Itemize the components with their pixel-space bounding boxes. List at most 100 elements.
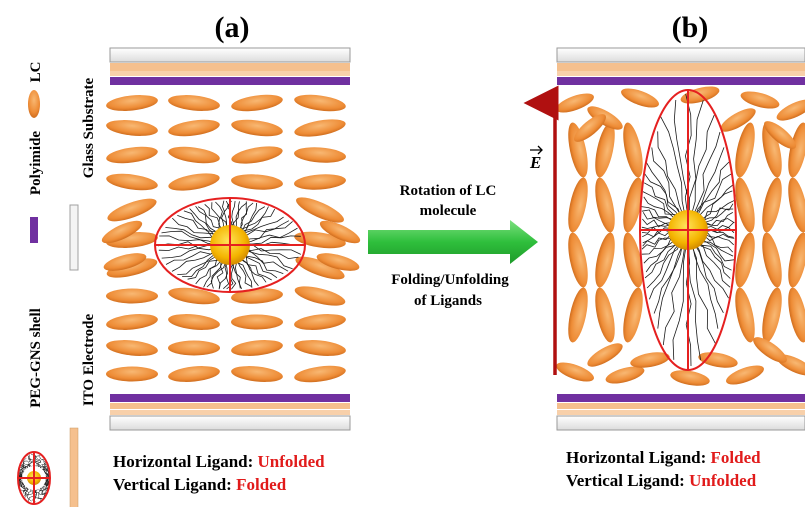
- lc-molecule: [231, 174, 283, 190]
- lc-molecule: [621, 88, 659, 108]
- lc-molecule: [740, 91, 780, 109]
- lc-molecule: [568, 122, 588, 178]
- lc-molecule: [623, 287, 643, 343]
- lc-molecule: [106, 366, 158, 382]
- legend-lc-swatch: [28, 90, 40, 118]
- cell-b-lc-molecules: [556, 86, 805, 386]
- legend-peg-label: PEG-GNS shell: [28, 308, 44, 408]
- lc-molecule: [294, 340, 346, 356]
- lc-molecule: [605, 366, 645, 384]
- cell-a-lc-molecules: [101, 94, 361, 383]
- cell-a-peg-gns-particle: [154, 197, 306, 293]
- legend-glass-swatch: [69, 204, 79, 271]
- cell-b-peg-gns-particle: [639, 89, 737, 371]
- lc-molecule: [106, 340, 158, 356]
- lc-molecule: [107, 198, 157, 222]
- lc-molecule: [294, 286, 346, 306]
- legend-polyimide-swatch: [30, 217, 38, 243]
- lc-molecule: [168, 340, 220, 356]
- lc-molecule: [762, 287, 782, 343]
- lc-molecule: [231, 119, 283, 137]
- electric-field-label: E: [529, 145, 543, 172]
- lc-molecule: [106, 120, 158, 136]
- lc-molecule: [762, 177, 782, 233]
- lc-molecule: [168, 173, 220, 191]
- svg-text:Horizontal Ligand: Folded: Horizontal Ligand: Folded: [566, 448, 761, 467]
- lc-molecule: [762, 122, 782, 178]
- lc-molecule: [103, 253, 147, 271]
- process-arrow: [368, 220, 538, 264]
- lc-molecule: [295, 256, 345, 280]
- lc-molecule: [168, 366, 220, 382]
- lc-molecule: [764, 121, 796, 149]
- svg-text:E: E: [529, 153, 541, 172]
- legend-polyimide-label: Polyimide: [28, 131, 44, 196]
- lc-molecule: [231, 94, 283, 112]
- lc-molecule: [735, 232, 755, 288]
- lc-molecule: [168, 287, 220, 305]
- lc-molecule: [726, 365, 764, 385]
- lc-molecule: [670, 370, 710, 386]
- process-text-line3: Folding/Unfolding: [391, 272, 509, 288]
- lc-molecule: [595, 287, 615, 343]
- lc-molecule: [294, 314, 346, 330]
- lc-molecule: [556, 93, 594, 113]
- lc-molecule: [735, 177, 755, 233]
- lc-molecule: [294, 119, 346, 137]
- lc-molecule: [735, 287, 755, 343]
- lc-molecule: [168, 146, 220, 164]
- lc-molecule: [720, 108, 756, 132]
- panel-b-label: (b): [672, 11, 709, 44]
- lc-molecule: [231, 366, 283, 382]
- legend-peg-gns-swatch: [17, 451, 51, 505]
- lc-molecule: [231, 314, 283, 330]
- lc-molecule: [106, 146, 158, 164]
- legend-lc-label: LC: [28, 62, 44, 83]
- panel-a-label: (a): [215, 11, 250, 44]
- lc-molecule: [698, 352, 738, 368]
- lc-molecule: [319, 220, 361, 244]
- lc-molecule: [101, 220, 143, 244]
- lc-molecule: [296, 197, 344, 223]
- legend-ito-label: ITO Electrode: [81, 313, 97, 406]
- process-text-line1: Rotation of LC: [400, 183, 497, 199]
- lc-molecule: [735, 122, 755, 178]
- lc-molecule: [788, 122, 805, 178]
- lc-molecule: [106, 173, 158, 191]
- lc-molecule: [788, 287, 805, 343]
- lc-molecule: [294, 365, 346, 383]
- lc-molecule: [231, 146, 283, 164]
- lc-molecule: [776, 99, 805, 121]
- lc-molecule: [168, 95, 220, 111]
- lc-molecule: [294, 94, 346, 112]
- process-text-line2: molecule: [420, 203, 477, 219]
- lc-molecule: [788, 177, 805, 233]
- svg-text:Vertical Ligand: Folded: Vertical Ligand: Folded: [113, 475, 287, 494]
- cell-a-top-substrate: [109, 47, 351, 85]
- cell-a-bottom-substrate: [109, 394, 351, 431]
- lc-molecule: [106, 95, 158, 111]
- cell-b-bottom-substrate: [556, 394, 805, 431]
- lc-molecule: [595, 122, 615, 178]
- svg-text:Vertical Ligand: Unfolded: Vertical Ligand: Unfolded: [566, 471, 757, 490]
- lc-molecule: [595, 177, 615, 233]
- lc-molecule: [574, 114, 606, 142]
- lc-molecule: [106, 258, 158, 278]
- lc-molecule: [595, 232, 615, 288]
- lc-molecule: [231, 340, 283, 356]
- lc-molecule: [630, 352, 670, 368]
- lc-molecule: [762, 232, 782, 288]
- panel-b-caption: Horizontal Ligand: Folded Vertical Ligan…: [566, 448, 761, 490]
- lc-molecule: [623, 177, 643, 233]
- lc-molecule: [568, 287, 588, 343]
- lc-molecule: [568, 232, 588, 288]
- panel-a-caption: Horizontal Ligand: Unfolded Vertical Lig…: [113, 452, 325, 494]
- lc-molecule: [587, 343, 623, 367]
- lc-molecule: [556, 362, 594, 382]
- lc-molecule: [168, 314, 220, 330]
- lc-molecule: [294, 174, 346, 190]
- svg-text:Horizontal Ligand: Unfolded: Horizontal Ligand: Unfolded: [113, 452, 325, 471]
- lc-molecule: [106, 288, 158, 304]
- lc-molecule: [753, 337, 787, 363]
